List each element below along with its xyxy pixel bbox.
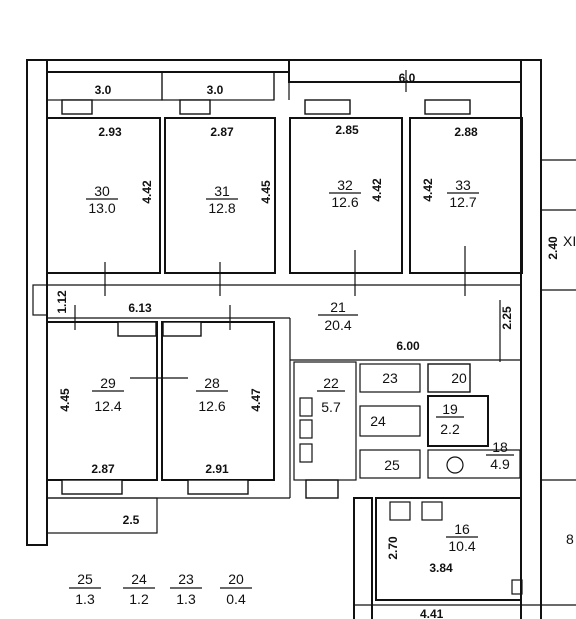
room-32 xyxy=(289,117,403,274)
room-31-number: 31 xyxy=(214,183,230,199)
room-30-area: 13.0 xyxy=(88,200,115,216)
lower-rooms xyxy=(46,321,373,619)
room-22 xyxy=(293,361,357,481)
legend-1-room: 25 xyxy=(77,571,93,587)
room-16-depth: 2.70 xyxy=(386,536,400,560)
room-32-depth: 4.42 xyxy=(370,178,384,202)
room-24-number: 24 xyxy=(370,413,386,429)
room-32-area: 12.6 xyxy=(331,194,358,210)
small-room-legend: 25 1.3 24 1.2 23 1.3 20 0.4 xyxy=(69,571,252,607)
room-21-number: 21 xyxy=(330,299,346,315)
legend-2-room: 24 xyxy=(131,571,147,587)
room-16-number: 16 xyxy=(454,521,470,537)
right-edge-dim: 2.40 xyxy=(546,236,560,260)
corridor-21 xyxy=(32,284,521,362)
balcony-3-dim: 6.0 xyxy=(399,71,416,85)
room-32-number: 32 xyxy=(337,177,353,193)
right-edge-numeral: XI xyxy=(563,233,576,249)
room-31-depth: 4.45 xyxy=(259,180,273,204)
room-33-number: 33 xyxy=(455,177,471,193)
room-19-area: 2.2 xyxy=(440,421,460,437)
room-28-area: 12.6 xyxy=(198,398,225,414)
room-30-depth: 4.42 xyxy=(140,180,154,204)
room-25-number: 25 xyxy=(384,457,400,473)
room-23 xyxy=(359,363,421,393)
legend-1-area: 1.3 xyxy=(75,591,95,607)
room-25 xyxy=(359,449,421,479)
legend-3-area: 1.3 xyxy=(176,591,196,607)
legend-4-area: 0.4 xyxy=(226,591,246,607)
room-32-width: 2.85 xyxy=(335,123,359,137)
legend-3-room: 23 xyxy=(178,571,194,587)
room-21-area: 20.4 xyxy=(324,317,351,333)
room-33-area: 12.7 xyxy=(449,194,476,210)
balcony-2-dim: 3.0 xyxy=(207,83,224,97)
wet-rooms xyxy=(293,361,521,481)
room-29-number: 29 xyxy=(100,375,116,391)
room-16 xyxy=(354,497,576,606)
room-28-depth: 4.47 xyxy=(249,388,263,412)
room-16-area: 10.4 xyxy=(448,538,475,554)
corridor-width-left: 1.12 xyxy=(55,290,69,314)
room-33-width: 2.88 xyxy=(454,125,478,139)
room-30 xyxy=(46,117,161,274)
corridor-length-right: 6.00 xyxy=(396,339,420,353)
room-18-area: 4.9 xyxy=(490,456,510,472)
room-24 xyxy=(359,405,421,437)
wall-top xyxy=(46,59,290,73)
room-33-depth: 4.42 xyxy=(421,178,435,202)
room-22-area: 5.7 xyxy=(321,399,341,415)
balcony-lower-left xyxy=(46,497,158,534)
upper-rooms xyxy=(46,117,523,296)
room-30-width: 2.93 xyxy=(98,125,122,139)
room-29-area: 12.4 xyxy=(94,398,121,414)
balcony-4-dim: 2.5 xyxy=(123,513,140,527)
room-29-width: 2.87 xyxy=(91,462,115,476)
wall-right xyxy=(520,59,542,619)
room-18-number: 18 xyxy=(492,439,508,455)
room-23-number: 23 xyxy=(382,370,398,386)
room-28-number: 28 xyxy=(204,375,220,391)
room-30-number: 30 xyxy=(94,183,110,199)
legend-4-room: 20 xyxy=(228,571,244,587)
room-33 xyxy=(409,117,523,274)
room-31-area: 12.8 xyxy=(208,200,235,216)
corridor-length-left: 6.13 xyxy=(128,301,152,315)
corridor-width-right: 2.25 xyxy=(500,306,514,330)
balcony-1-dim: 3.0 xyxy=(95,83,112,97)
room-19 xyxy=(427,395,489,447)
bottom-right-partial: 4.41 xyxy=(420,607,444,619)
room-31-width: 2.87 xyxy=(210,125,234,139)
top-balconies xyxy=(46,70,471,115)
room-20 xyxy=(427,363,471,393)
room-19-number: 19 xyxy=(442,401,458,417)
room-28-width: 2.91 xyxy=(205,462,229,476)
walls xyxy=(26,59,576,619)
room-29-depth: 4.45 xyxy=(58,388,72,412)
wall-left xyxy=(26,59,48,546)
legend-2-area: 1.2 xyxy=(129,591,149,607)
right-edge-partial: 8 xyxy=(566,531,574,547)
room-16-width: 3.84 xyxy=(429,561,453,575)
room-22-number: 22 xyxy=(323,375,339,391)
room-20-number: 20 xyxy=(451,370,467,386)
labels: 3.0 3.0 6.0 2.93 30 13.0 4.42 2.87 31 12… xyxy=(55,71,576,619)
room-18 xyxy=(427,449,521,479)
